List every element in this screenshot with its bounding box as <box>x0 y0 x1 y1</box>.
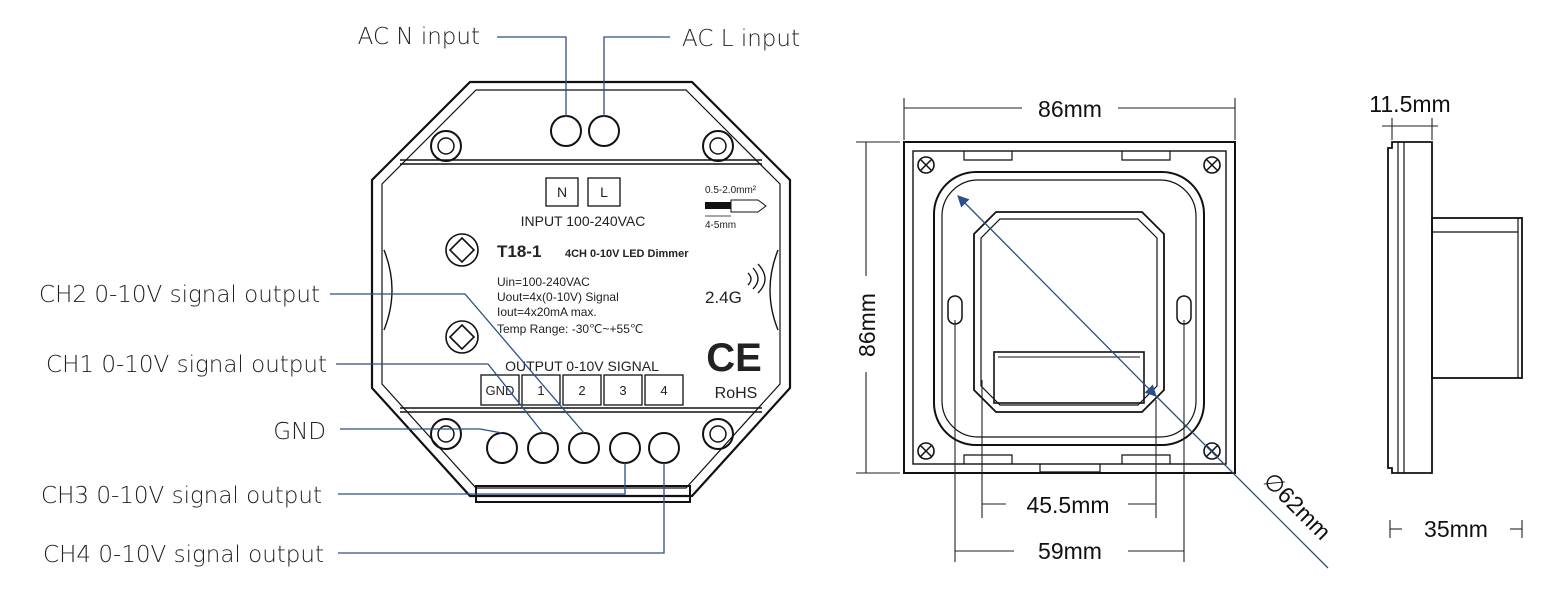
mount-screw-icon <box>702 418 734 450</box>
terminal-hole-ch3 <box>609 432 641 464</box>
wireless-signal-icon <box>747 263 766 294</box>
plate-lower-box <box>993 351 1145 404</box>
terminal-hole-ch4 <box>648 432 680 464</box>
side-boss-icon <box>445 320 479 354</box>
dim-depth-top: 11.5mm <box>1369 91 1450 117</box>
callout-ch1: CH1 0-10V signal output <box>46 352 327 378</box>
device-outline <box>370 80 792 498</box>
plate-front-view <box>903 141 1236 474</box>
term-n-label: N <box>557 184 567 200</box>
term-l-box <box>587 177 621 207</box>
terminal-hole-ch1 <box>527 432 559 464</box>
out-term-1: 1 <box>537 383 544 398</box>
out-term-2: 2 <box>578 383 585 398</box>
callout-gnd: GND <box>273 419 326 445</box>
mount-slot <box>1176 295 1192 325</box>
callout-ac-n: AC N input <box>358 24 480 50</box>
dim-inner-45: 45.5mm <box>1026 492 1109 518</box>
diameter-leader <box>1155 395 1329 569</box>
device-front-view: N L INPUT 100-240VAC 0.5-2.0mm² 4-5mm T1… <box>370 80 792 503</box>
terminal-hole-gnd <box>486 432 518 464</box>
strip-length-label: 4-5mm <box>705 220 736 231</box>
corner-screw-icon <box>1203 442 1221 460</box>
callout-ch2: CH2 0-10V signal output <box>39 282 320 308</box>
dim-diameter: ∅62mm <box>1258 467 1336 545</box>
spec-uin: Uin=100-240VAC <box>497 275 590 289</box>
mount-screw-icon <box>430 418 462 450</box>
rf-label: 2.4G <box>705 288 742 307</box>
callout-ch4: CH4 0-10V signal output <box>43 542 324 568</box>
model-name: T18-1 <box>497 242 541 261</box>
model-desc: 4CH 0-10V LED Dimmer <box>565 248 689 260</box>
output-label: OUTPUT 0-10V SIGNAL <box>505 358 659 374</box>
corner-screw-icon <box>1203 156 1221 174</box>
terminal-hole-n <box>550 115 582 147</box>
dimension-lines-right <box>1382 118 1523 538</box>
plate-center-window <box>973 211 1165 413</box>
corner-screw-icon <box>917 442 935 460</box>
wire-gauge-label: 0.5-2.0mm² <box>705 185 757 196</box>
mount-screw-icon <box>430 130 462 162</box>
mount-slot <box>947 295 963 325</box>
side-plate <box>1387 141 1433 474</box>
out-term-4: 4 <box>660 383 667 398</box>
ce-mark: CE <box>706 336 762 380</box>
dim-height-left: 86mm <box>854 293 880 357</box>
wire-strip-icon <box>705 199 767 217</box>
term-n-box <box>545 177 579 207</box>
callout-ac-l: AC L input <box>682 26 800 52</box>
dim-depth-bottom: 35mm <box>1424 516 1488 542</box>
term-l-label: L <box>600 184 608 200</box>
dimension-lines-middle <box>856 98 1236 562</box>
side-body <box>1431 217 1523 379</box>
input-label: INPUT 100-240VAC <box>521 213 646 229</box>
mount-screw-icon <box>702 130 734 162</box>
out-term-3: 3 <box>619 383 626 398</box>
corner-screw-icon <box>917 156 935 174</box>
plate-outer <box>903 141 1236 474</box>
diameter-arrow <box>957 195 1157 397</box>
spec-uout: Uout=4x(0-10V) Signal <box>497 290 619 304</box>
device-inner-outline <box>381 89 781 489</box>
plate-side-view <box>1387 141 1523 474</box>
terminal-hole-l <box>588 115 620 147</box>
terminal-hole-ch2 <box>568 432 600 464</box>
dim-width-top: 86mm <box>1038 96 1102 122</box>
out-term-gnd: GND <box>486 383 515 398</box>
plate-inner-frame <box>933 171 1205 446</box>
callout-ch3: CH3 0-10V signal output <box>41 483 322 509</box>
rohs-mark: RoHS <box>715 385 758 402</box>
callout-lines <box>330 36 670 554</box>
spec-iout: Iout=4x20mA max. <box>497 305 597 319</box>
spec-temp: Temp Range: -30℃~+55℃ <box>497 322 643 336</box>
dim-inner-59: 59mm <box>1038 538 1102 564</box>
side-boss-icon <box>445 233 479 267</box>
